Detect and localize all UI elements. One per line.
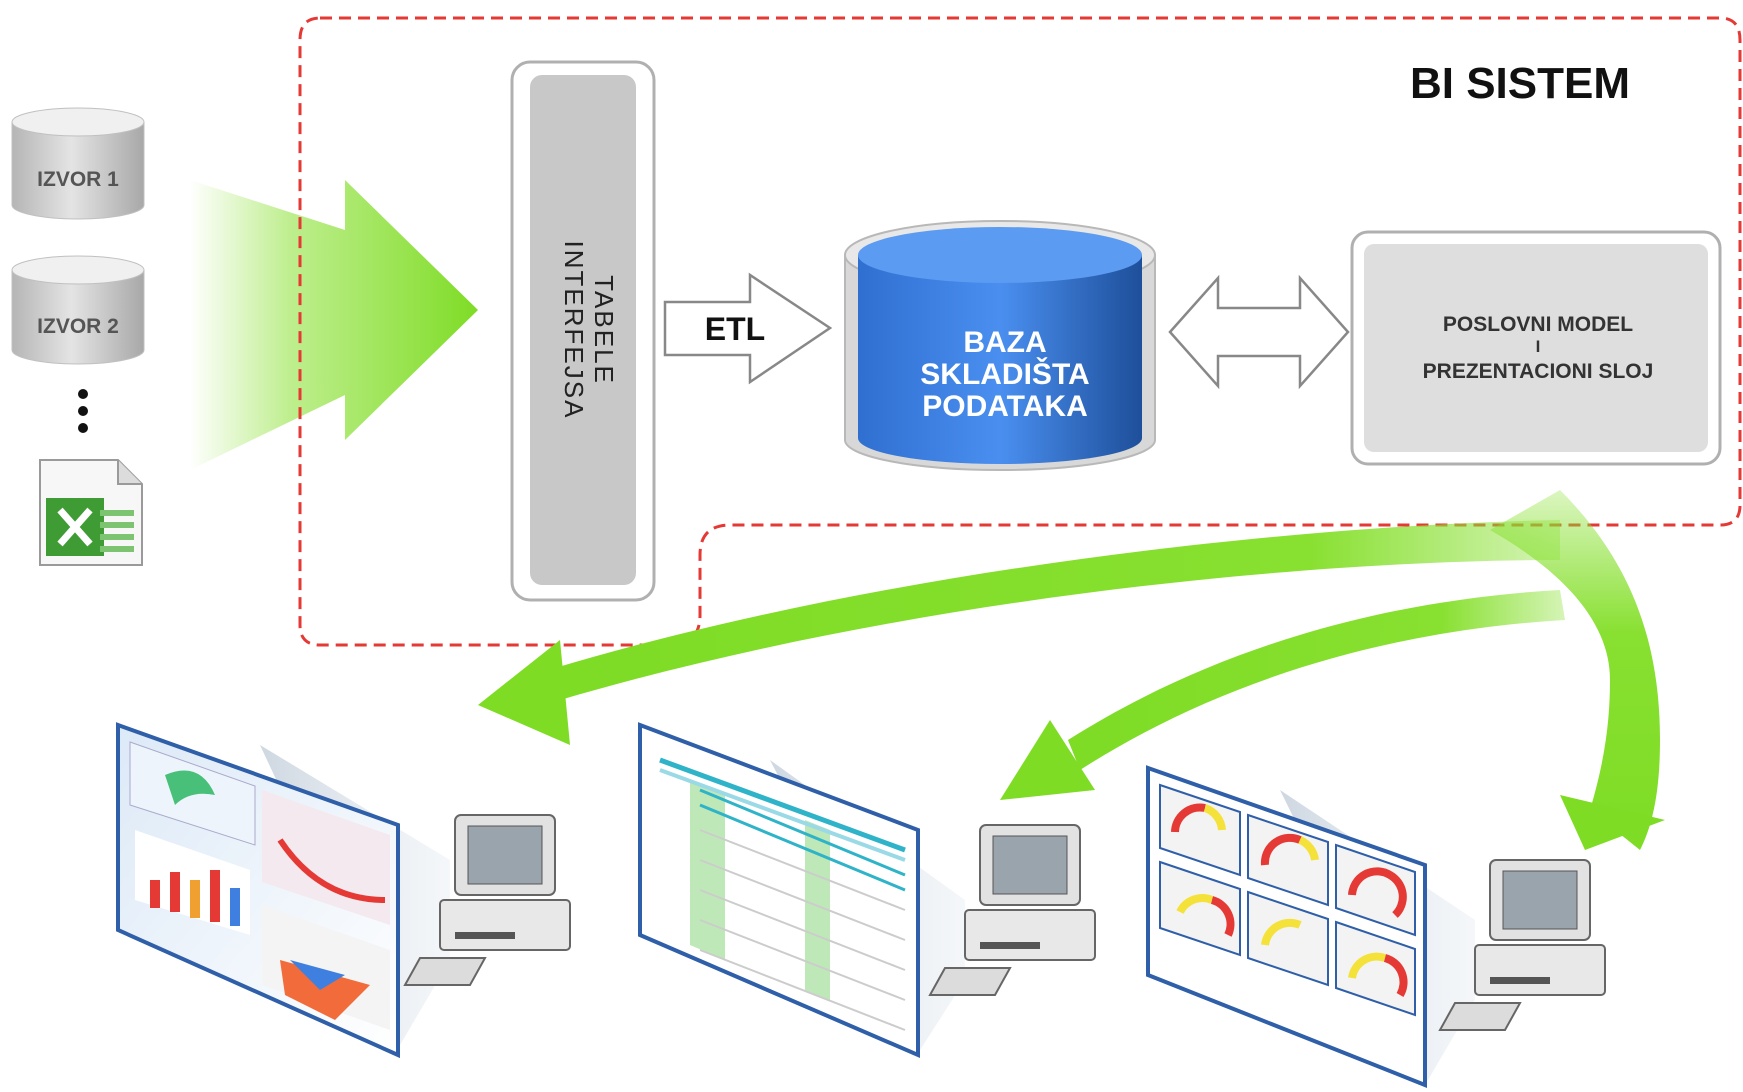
spreadsheet-client: [638, 722, 965, 1059]
more-sources-ellipsis: [78, 389, 88, 433]
interface-tables-block: TABELE INTERFEJSA: [510, 60, 656, 602]
presentation-line3: PREZENTACIONI SLOJ: [1423, 360, 1654, 383]
data-warehouse-database: BAZA SKLADIŠTA PODATAKA: [844, 220, 1156, 471]
source-label: IZVOR 2: [37, 315, 119, 338]
source-database-2: IZVOR 2: [11, 255, 145, 365]
warehouse-line2: SKLADIŠTA: [920, 357, 1089, 391]
bi-system-title: BI SISTEM: [1410, 59, 1630, 108]
presentation-line2: I: [1536, 337, 1541, 356]
computer-icon: [403, 814, 571, 986]
etl-arrow: ETL: [663, 272, 833, 385]
warehouse-line1: BAZA: [963, 326, 1046, 359]
computer-icon: [1438, 859, 1606, 1031]
bi-system-boundary: [298, 16, 1742, 647]
excel-file-icon: [39, 459, 143, 566]
charts-client: [116, 722, 450, 1059]
output-arrows: [478, 490, 1665, 850]
presentation-line1: POSLOVNI MODEL: [1443, 313, 1633, 336]
etl-label: ETL: [705, 311, 765, 347]
inflow-arrow: [190, 180, 478, 470]
bidirectional-arrow: [1168, 274, 1350, 390]
presentation-layer-block: POSLOVNI MODEL I PREZENTACIONI SLOJ: [1350, 230, 1722, 466]
interface-tables-line2: INTERFEJSA: [559, 241, 589, 420]
dashboard-client: [1146, 765, 1475, 1088]
warehouse-line3: PODATAKA: [922, 390, 1088, 423]
computer-icon: [928, 824, 1096, 996]
source-label: IZVOR 1: [37, 168, 119, 191]
interface-tables-line1: TABELE: [589, 275, 619, 385]
source-database-1: IZVOR 1: [11, 107, 145, 220]
